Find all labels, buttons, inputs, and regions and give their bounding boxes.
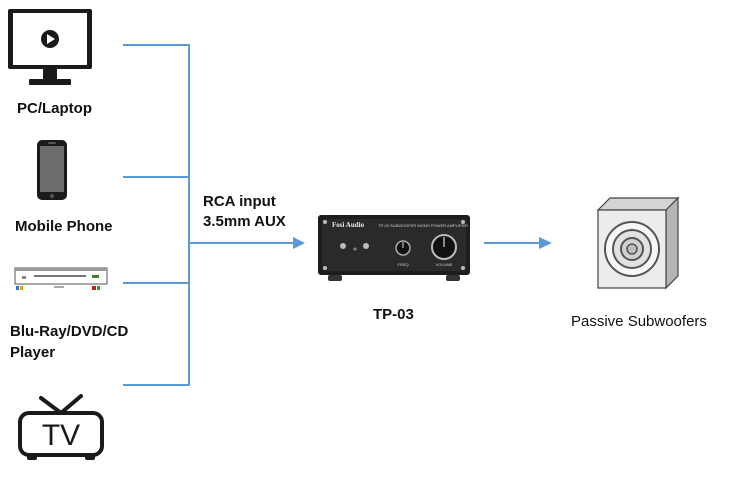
- arrow-to-sub: [539, 237, 552, 249]
- amp-panel-text: TP-03 SUBWOOFER MONO POWER AMPLIFIER: [378, 223, 468, 228]
- connection-label-aux: 3.5mm AUX: [203, 213, 286, 230]
- amplifier-label: TP-03: [373, 306, 414, 323]
- source-label-player-line1: Blu-Ray/DVD/CD: [10, 323, 129, 340]
- subwoofer-icon: [596, 196, 680, 290]
- source-label-player-line2: Player: [10, 344, 56, 361]
- tv-icon: TV: [18, 394, 104, 460]
- arrow-to-amp: [293, 237, 305, 249]
- source-label-pc: PC/Laptop: [17, 100, 92, 117]
- phone-icon: [37, 140, 67, 200]
- monitor-icon: [8, 9, 92, 85]
- connection-label-rca: RCA input: [203, 193, 276, 210]
- amp-knob-label-volume: VOLUME: [436, 262, 453, 267]
- tv-icon-text: TV: [42, 419, 80, 452]
- disc-player-icon: [14, 267, 108, 290]
- source-label-phone: Mobile Phone: [15, 218, 113, 235]
- amp-brand: Fosi Audio: [332, 221, 365, 229]
- output-label: Passive Subwoofers: [571, 313, 707, 330]
- amplifier-device: Fosi Audio TP-03 SUBWOOFER MONO POWER AM…: [318, 215, 470, 281]
- amp-knob-label-freq: FREQ: [397, 262, 408, 267]
